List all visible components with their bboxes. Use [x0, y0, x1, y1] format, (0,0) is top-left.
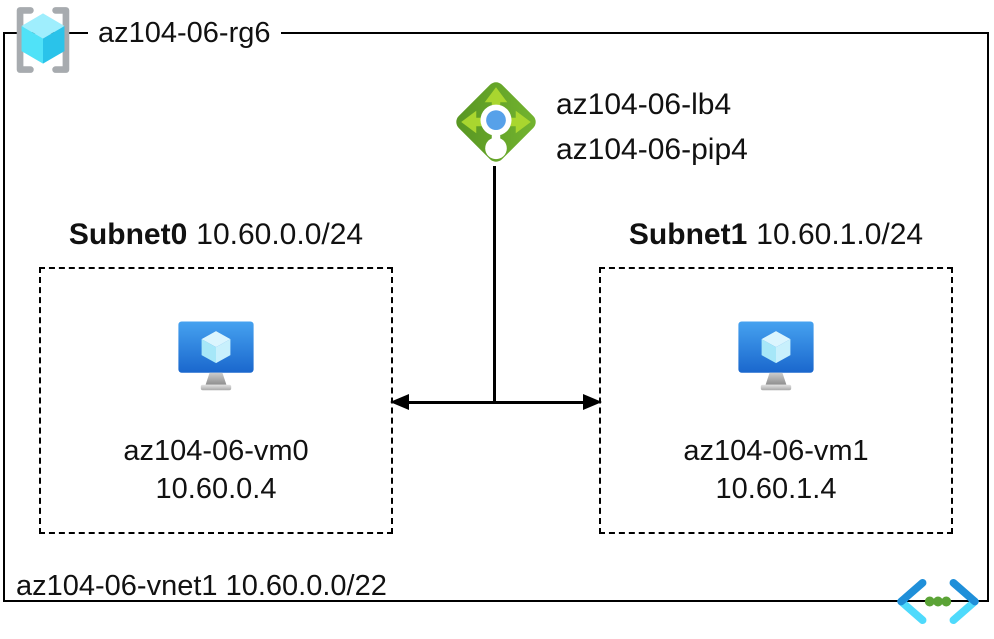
vnet-label: az104-06-vnet1 10.60.0.0/22 [16, 570, 387, 603]
subnet0-cidr: 10.60.0.0/24 [196, 218, 364, 251]
resource-group-name: az104-06-rg6 [88, 14, 281, 52]
subnet1-name: Subnet1 [628, 218, 748, 251]
virtual-network-icon [894, 574, 982, 629]
vnet-name: az104-06-vnet1 [16, 570, 218, 602]
arrowhead-left-icon [390, 394, 409, 410]
vm0-name: az104-06-vm0 [123, 435, 309, 467]
vm0-label: az104-06-vm0 10.60.0.4 [40, 432, 392, 508]
virtual-machine-icon [176, 319, 256, 396]
resource-group-icon [6, 3, 80, 77]
load-balancer-name: az104-06-lb4 [556, 88, 732, 121]
load-balancer-icon [449, 75, 543, 169]
subnet1-box [599, 267, 953, 534]
subnet1-cidr: 10.60.1.0/24 [756, 218, 924, 251]
lb-connector-horizontal-line [406, 401, 586, 404]
subnet0-name: Subnet0 [68, 218, 188, 251]
vm1-name: az104-06-vm1 [683, 435, 869, 467]
vnet-cidr: 10.60.0.0/22 [225, 570, 387, 602]
vm0-ip: 10.60.0.4 [155, 473, 277, 505]
subnet0-box [39, 267, 393, 534]
load-balancer-labels: az104-06-lb4 az104-06-pip4 [556, 82, 748, 172]
virtual-machine-icon [736, 319, 816, 396]
vm1-ip: 10.60.1.4 [715, 473, 837, 505]
lb-connector-vertical-line [493, 166, 496, 403]
public-ip-name: az104-06-pip4 [556, 133, 748, 166]
vm1-label: az104-06-vm1 10.60.1.4 [600, 432, 952, 508]
arrowhead-right-icon [583, 394, 602, 410]
resource-group-box [3, 32, 989, 602]
